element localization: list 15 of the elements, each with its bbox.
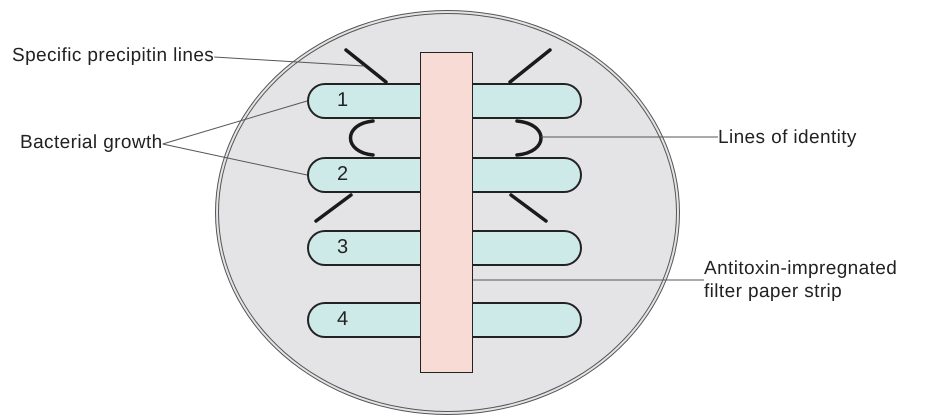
- precipitin-line: [509, 193, 548, 223]
- precipitin-line: [508, 48, 552, 84]
- callout-label: Antitoxin-impregnated filter paper strip: [704, 257, 929, 303]
- callout-label: Specific precipitin lines: [12, 44, 214, 67]
- callout-label: Lines of identity: [718, 126, 857, 149]
- identity-line-arc: [348, 119, 375, 157]
- identity-line-arc: [515, 119, 543, 157]
- callout-label: Bacterial growth: [20, 131, 163, 154]
- leader-line: [162, 100, 308, 144]
- filter-paper-strip: [420, 52, 473, 373]
- leader-line: [214, 56, 364, 66]
- precipitin-line: [344, 48, 388, 84]
- leader-line: [540, 136, 718, 138]
- precipitin-line: [314, 193, 353, 223]
- leader-line: [162, 144, 308, 176]
